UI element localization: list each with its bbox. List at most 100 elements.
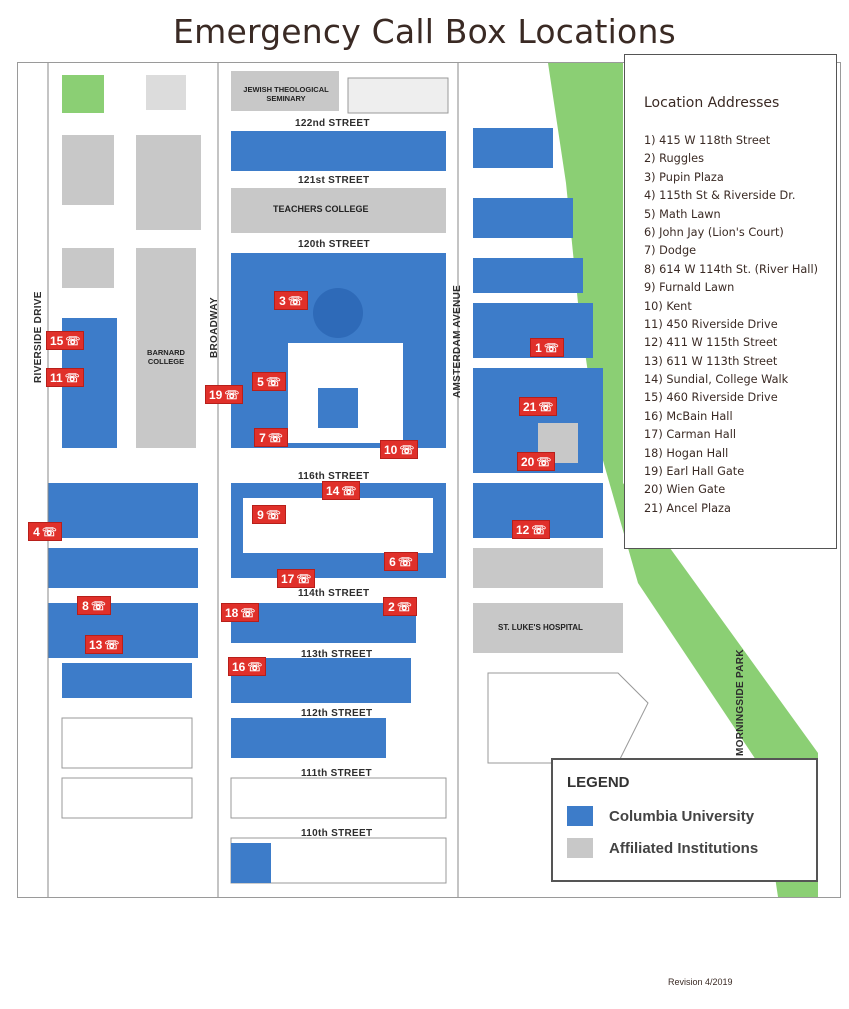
legend-columbia-label: Columbia University [609, 807, 755, 825]
block [48, 548, 198, 588]
st-lukes-label: ST. LUKE'S HOSPITAL [498, 623, 583, 632]
block [62, 135, 114, 205]
street-113th: 113th STREET [301, 649, 373, 660]
callbox-11[interactable]: 11☏ [46, 368, 84, 387]
address-item: 7) Dodge [644, 244, 697, 258]
address-item: 9) Furnald Lawn [644, 281, 735, 295]
callbox-9[interactable]: 9☏ [252, 505, 286, 524]
block [318, 388, 358, 428]
map-title: Emergency Call Box Locations [173, 12, 676, 51]
phone-icon: ☏ [65, 333, 81, 348]
callbox-12[interactable]: 12☏ [512, 520, 551, 539]
block [48, 483, 198, 538]
phone-icon: ☏ [296, 571, 312, 586]
riverside-drive-label: RIVERSIDE DRIVE [33, 291, 44, 383]
callbox-18[interactable]: 18☏ [221, 603, 260, 622]
address-item: 19) Earl Hall Gate [644, 465, 745, 479]
address-item: 5) Math Lawn [644, 207, 721, 221]
address-item: 3) Pupin Plaza [644, 170, 724, 184]
jts-label: JEWISH THEOLOGICAL SEMINARY [243, 85, 329, 103]
callbox-16[interactable]: 16☏ [228, 657, 267, 676]
callbox-5[interactable]: 5☏ [252, 372, 286, 391]
phone-icon: ☏ [543, 340, 559, 355]
block [231, 718, 386, 758]
address-item: 4) 115th St & Riverside Dr. [644, 189, 796, 203]
callbox-14[interactable]: 14☏ [322, 481, 361, 500]
street-120th: 120th STREET [298, 239, 370, 250]
phone-icon: ☏ [287, 293, 303, 308]
amsterdam-avenue-label: AMSTERDAM AVENUE [452, 284, 463, 398]
phone-icon: ☏ [247, 659, 263, 674]
street-114th: 114th STREET [298, 588, 370, 599]
address-panel-title: Location Addresses [644, 95, 780, 111]
morningside-park [548, 63, 818, 897]
legend-row-affiliated: Affiliated Institutions [567, 838, 758, 858]
address-panel: Location Addresses 1) 415 W 118th Street… [624, 54, 837, 549]
callbox-20[interactable]: 20☏ [517, 452, 556, 471]
street-116th: 116th STREET [298, 471, 370, 482]
address-item: 21) Ancel Plaza [644, 501, 731, 515]
map-drawing [47, 63, 818, 897]
block [62, 248, 114, 288]
callbox-6[interactable]: 6☏ [384, 552, 418, 571]
phone-icon: ☏ [104, 637, 120, 652]
legend-row-columbia: Columbia University [567, 806, 754, 826]
affiliated-swatch [567, 838, 593, 858]
cathedral [487, 672, 649, 764]
address-item: 14) Sundial, College Walk [644, 373, 789, 387]
callbox-8[interactable]: 8☏ [77, 596, 111, 615]
block [231, 131, 446, 171]
block [62, 663, 192, 698]
phone-icon: ☏ [240, 605, 256, 620]
address-item: 15) 460 Riverside Drive [644, 391, 778, 405]
address-item: 18) Hogan Hall [644, 446, 729, 460]
block [473, 548, 603, 588]
address-item: 11) 450 Riverside Drive [644, 317, 778, 331]
morningside-park-label: MORNINGSIDE PARK [735, 649, 746, 756]
callbox-10[interactable]: 10☏ [380, 440, 419, 459]
phone-icon: ☏ [90, 598, 106, 613]
callbox-13[interactable]: 13☏ [85, 635, 124, 654]
callbox-3[interactable]: 3☏ [274, 291, 308, 310]
street-111th: 111th STREET [301, 768, 372, 779]
block [136, 248, 196, 448]
block [61, 717, 193, 769]
block [347, 77, 449, 114]
phone-icon: ☏ [536, 454, 552, 469]
block [473, 603, 623, 653]
callbox-17[interactable]: 17☏ [277, 569, 316, 588]
address-item: 2) Ruggles [644, 152, 705, 166]
callbox-15[interactable]: 15☏ [46, 331, 85, 350]
callbox-7[interactable]: 7☏ [254, 428, 288, 447]
phone-icon: ☏ [224, 387, 240, 402]
block [473, 258, 583, 293]
callbox-2[interactable]: 2☏ [383, 597, 417, 616]
revision-note: Revision 4/2019 [668, 977, 733, 987]
callbox-4[interactable]: 4☏ [28, 522, 62, 541]
street-110th: 110th STREET [301, 828, 373, 839]
street-121st: 121st STREET [298, 175, 370, 186]
block [231, 843, 271, 883]
phone-icon: ☏ [265, 374, 281, 389]
block [313, 288, 363, 338]
legend-title: LEGEND [567, 774, 630, 791]
callbox-21[interactable]: 21☏ [519, 397, 558, 416]
block [136, 135, 201, 230]
callbox-1[interactable]: 1☏ [530, 338, 564, 357]
phone-icon: ☏ [399, 442, 415, 457]
callbox-19[interactable]: 19☏ [205, 385, 244, 404]
legend-affiliated-label: Affiliated Institutions [609, 839, 759, 857]
address-list: 1) 415 W 118th Street 2) Ruggles 3) Pupi… [644, 132, 818, 518]
phone-icon: ☏ [538, 399, 554, 414]
address-item: 10) Kent [644, 299, 692, 313]
block [473, 198, 573, 238]
block [231, 71, 339, 111]
address-item: 6) John Jay (Lion's Court) [644, 225, 784, 239]
phone-icon: ☏ [397, 554, 413, 569]
address-item: 8) 614 W 114th St. (River Hall) [644, 262, 818, 276]
address-item: 13) 611 W 113th Street [644, 354, 778, 368]
street-112th: 112th STREET [301, 708, 373, 719]
phone-icon: ☏ [64, 370, 80, 385]
phone-icon: ☏ [396, 599, 412, 614]
columbia-swatch [567, 806, 593, 826]
